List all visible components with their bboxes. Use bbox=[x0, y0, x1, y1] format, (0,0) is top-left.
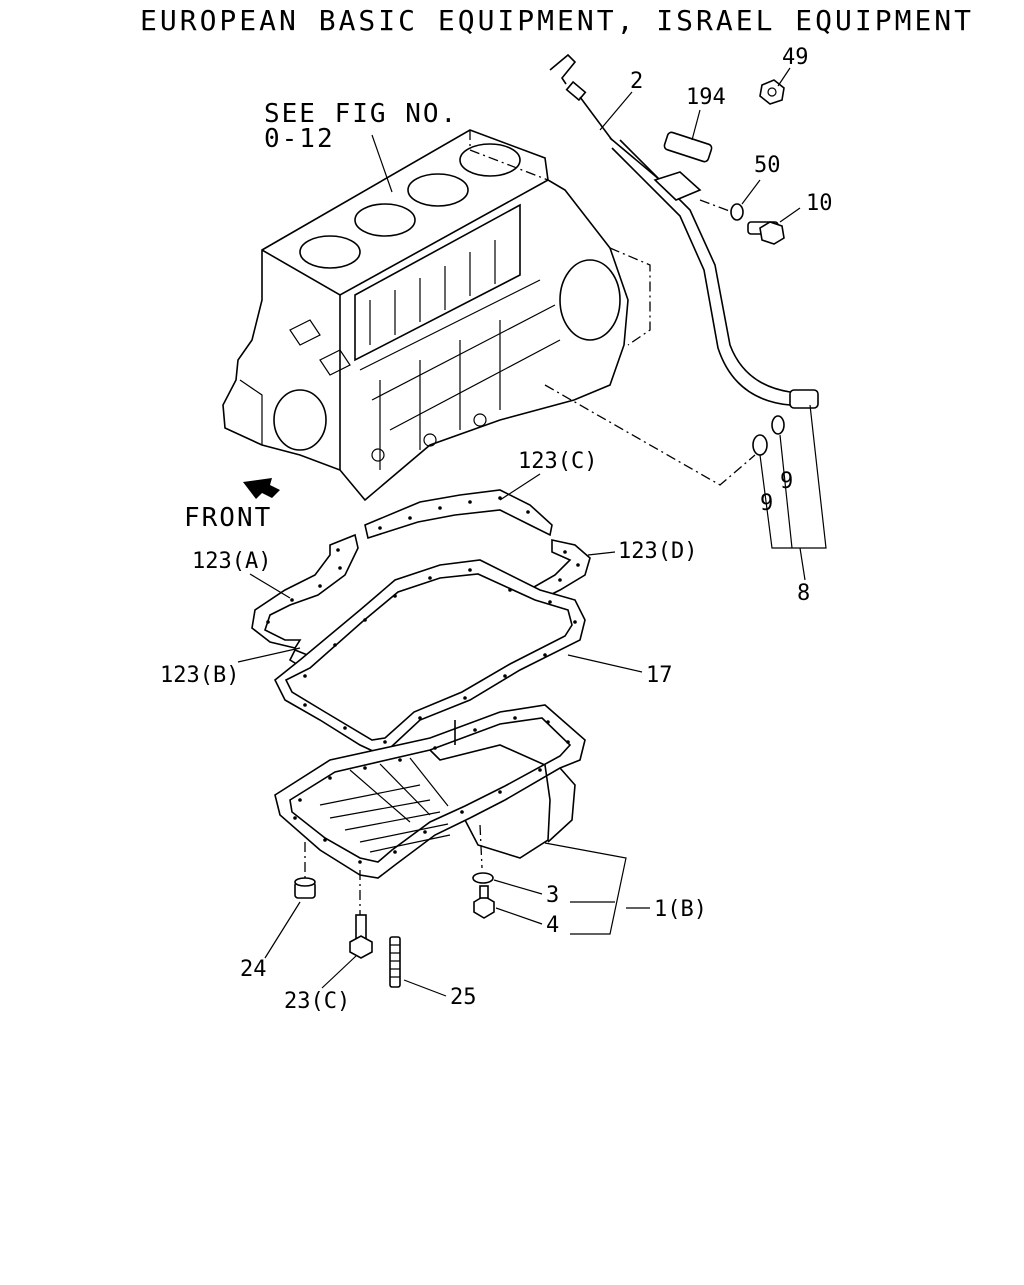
front-arrow-icon bbox=[243, 478, 280, 499]
diagram-title: EUROPEAN BASIC EQUIPMENT, ISRAEL EQUIPME… bbox=[140, 4, 974, 37]
callout-8: 8 bbox=[797, 581, 810, 606]
bolt-10 bbox=[747, 221, 785, 245]
callout-123a: 123(A) bbox=[192, 549, 271, 574]
callout-23c: 23(C) bbox=[284, 989, 350, 1014]
oil-dipstick bbox=[549, 53, 661, 181]
callout-123c: 123(C) bbox=[518, 449, 597, 474]
nut-24 bbox=[294, 877, 316, 899]
callout-24: 24 bbox=[240, 957, 267, 982]
callout-50: 50 bbox=[754, 153, 781, 178]
callout-9-upper: 9 bbox=[780, 469, 793, 494]
reference-line-2: 0-12 bbox=[264, 124, 335, 154]
oil-pan bbox=[274, 704, 586, 879]
callout-2: 2 bbox=[630, 69, 643, 94]
nut-49 bbox=[759, 79, 785, 105]
callout-labels: 2 194 49 50 10 9 9 8 123(C) 123(D) 123(A… bbox=[160, 45, 833, 1014]
engine-block bbox=[222, 129, 651, 502]
callout-9-lower: 9 bbox=[760, 491, 773, 516]
callout-194: 194 bbox=[686, 85, 726, 110]
drain-plug-4 bbox=[473, 885, 495, 919]
callout-17: 17 bbox=[646, 663, 673, 688]
dipstick-guide-tube bbox=[611, 139, 819, 409]
front-label: FRONT bbox=[184, 503, 272, 533]
spacer-194 bbox=[663, 131, 713, 163]
callout-10: 10 bbox=[806, 191, 833, 216]
callout-49: 49 bbox=[782, 45, 809, 70]
callout-25: 25 bbox=[450, 985, 477, 1010]
washer-50 bbox=[730, 203, 744, 221]
callout-123b: 123(B) bbox=[160, 663, 239, 688]
drain-washer-3 bbox=[472, 872, 494, 884]
o-ring-9-upper bbox=[771, 415, 785, 435]
reference-line-1: SEE FIG NO. bbox=[264, 99, 458, 129]
oil-pan-gasket-17 bbox=[273, 559, 586, 753]
callout-3: 3 bbox=[546, 883, 559, 908]
callout-1b: 1(B) bbox=[654, 897, 707, 922]
bolt-23c bbox=[349, 914, 373, 959]
callout-4: 4 bbox=[546, 913, 559, 938]
stud-25 bbox=[389, 936, 401, 988]
o-ring-9-lower bbox=[752, 434, 768, 456]
callout-123d: 123(D) bbox=[618, 539, 697, 564]
